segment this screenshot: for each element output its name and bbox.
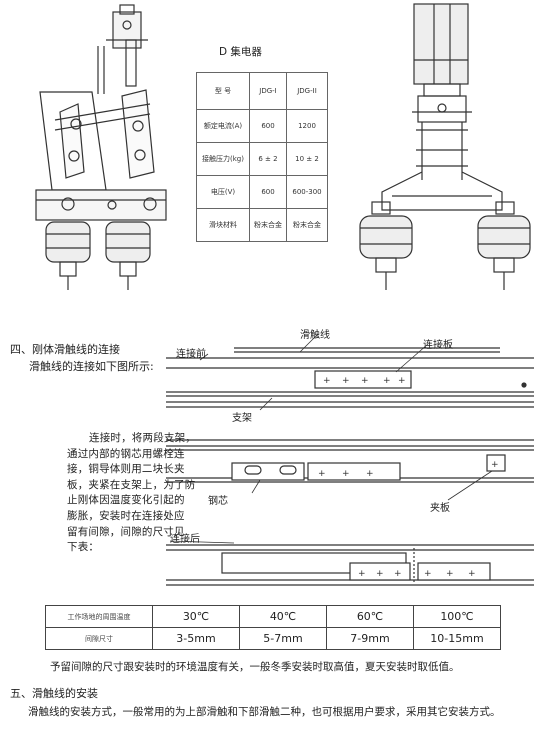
collector-front-view	[359, 3, 531, 290]
temp-cell: 100℃	[413, 605, 501, 628]
table-row: 接触压力(kg) 6 ± 2 10 ± 2	[196, 142, 328, 176]
spec-label: 电压(V)	[196, 175, 250, 209]
collector-side-view	[35, 4, 167, 290]
spec-label: 接触压力(kg)	[196, 142, 250, 176]
paragraph-line: 下表：	[67, 541, 100, 554]
spec-value: 600	[249, 109, 287, 143]
svg-text:+: +	[468, 569, 476, 579]
svg-text:+: +	[366, 469, 374, 479]
svg-text:+: +	[361, 376, 369, 386]
collector-spec-table: 型 号 JDG-I JDG-II 额定电流(A) 600 1200 接触压力(k…	[196, 72, 328, 242]
svg-text:+: +	[318, 469, 326, 479]
label-core: 钢芯	[208, 496, 228, 507]
paragraph-line: 止刚体因温度变化引起的	[67, 494, 185, 507]
section5-text: 滑触线的安装方式，一般常用的为上部滑触和下部滑触二种，也可根据用户要求，采用其它…	[28, 706, 501, 718]
spec-header-jdg2: JDG-II	[286, 72, 328, 110]
section4-heading: 四、刚体滑触线的连接	[10, 343, 120, 356]
rail-after	[166, 540, 534, 586]
svg-text:+: +	[358, 569, 366, 579]
label-clamp: 夹板	[430, 503, 450, 514]
section5-heading: 五、滑触线的安装	[10, 687, 98, 700]
spec-value: 6 ± 2	[249, 142, 287, 176]
rail-internal	[166, 439, 534, 483]
spec-value: 粉末合金	[249, 208, 287, 242]
paragraph-line: 连接时，将两段支架，	[89, 432, 196, 444]
connection-paragraph: 连接时，将两段支架， 通过内部的钢芯用螺栓连 接，铜导体则用二块长夹 板，夹紧在…	[67, 431, 196, 556]
svg-text:+: +	[342, 376, 350, 386]
label-bracket: 支架	[232, 413, 252, 424]
section4-intro: 滑触线的连接如下图所示:	[29, 360, 154, 373]
rail-before	[166, 347, 534, 408]
label-plate: 连接板	[423, 340, 453, 351]
table-row: 间隙尺寸 3-5mm 5-7mm 7-9mm 10-15mm	[45, 627, 501, 650]
spec-value: 粉末合金	[286, 208, 328, 242]
table-row: 电压(V) 600 600-300	[196, 175, 328, 209]
svg-text:+: +	[383, 376, 391, 386]
svg-text:+: +	[491, 460, 499, 470]
gap-size-table: 工作场地的周围温度 30℃ 40℃ 60℃ 100℃ 间隙尺寸 3-5mm 5-…	[45, 605, 501, 650]
paragraph-line: 膨胀，安装时在连接处应	[67, 509, 185, 522]
paragraph-line: 通过内部的钢芯用螺栓连	[67, 447, 185, 460]
paragraph-line: 接，铜导体则用二块长夹	[67, 463, 185, 476]
svg-text:+: +	[398, 376, 406, 386]
paragraph-line: 留有间隙，间隙的尺寸见	[67, 525, 185, 538]
gap-row-label: 间隙尺寸	[45, 627, 153, 650]
temp-cell: 30℃	[152, 605, 240, 628]
spec-value: 600	[249, 175, 287, 209]
svg-text:+: +	[342, 469, 350, 479]
spec-value: 600-300	[286, 175, 328, 209]
collector-title: D 集电器	[219, 46, 262, 58]
svg-text:+: +	[394, 569, 402, 579]
spec-label: 额定电流(A)	[196, 109, 250, 143]
table-row: 滑块材料 粉末合金 粉末合金	[196, 208, 328, 242]
spec-header-jdg1: JDG-I	[249, 72, 287, 110]
table-row: 工作场地的周围温度 30℃ 40℃ 60℃ 100℃	[45, 605, 501, 628]
label-after: 连接后	[170, 534, 200, 545]
svg-text:+: +	[323, 376, 331, 386]
temp-cell: 40℃	[239, 605, 327, 628]
gap-note: 予留间隙的尺寸跟安装时的环境温度有关，一般冬季安装时取高值，夏天安装时取低值。	[50, 661, 460, 673]
svg-text:+: +	[424, 569, 432, 579]
label-wire: 滑触线	[300, 330, 330, 341]
paragraph-line: 板，夹紧在支架上，为了防	[67, 478, 196, 491]
spec-value: 1200	[286, 109, 328, 143]
gap-cell: 5-7mm	[239, 627, 327, 650]
gap-row-label: 工作场地的周围温度	[45, 605, 153, 628]
spec-label: 滑块材料	[196, 208, 250, 242]
svg-text:+: +	[376, 569, 384, 579]
svg-text:+: +	[446, 569, 454, 579]
gap-cell: 7-9mm	[326, 627, 414, 650]
label-before: 连接前	[176, 349, 206, 360]
spec-value: 10 ± 2	[286, 142, 328, 176]
gap-cell: 3-5mm	[152, 627, 240, 650]
bolt-marks: + + + + + + + + + + + + + + +	[318, 376, 499, 579]
spec-header-model: 型 号	[196, 72, 250, 110]
table-row: 额定电流(A) 600 1200	[196, 109, 328, 143]
temp-cell: 60℃	[326, 605, 414, 628]
gap-cell: 10-15mm	[413, 627, 501, 650]
table-row: 型 号 JDG-I JDG-II	[196, 72, 328, 110]
